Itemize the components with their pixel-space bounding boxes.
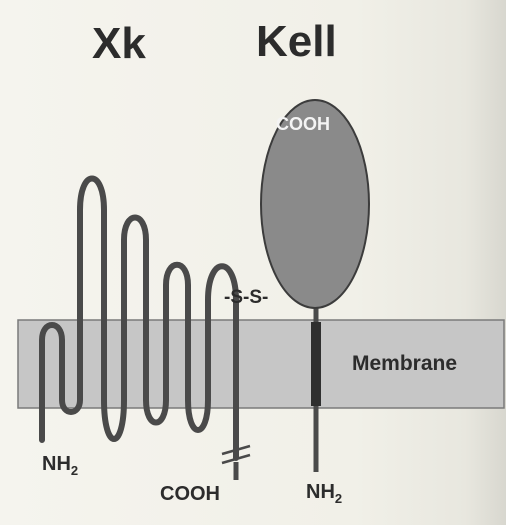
xk-title: Xk	[92, 19, 146, 68]
kell-nh2-label: NH2	[306, 481, 342, 506]
xk-cooh-label: COOH	[160, 483, 220, 505]
xk-nh2-base: NH	[42, 453, 71, 475]
xk-protein-strand	[42, 179, 236, 459]
kell-title: Kell	[256, 17, 337, 66]
kell-nh2-base: NH	[306, 481, 335, 503]
xk-nh2-label: NH2	[42, 453, 78, 478]
kell-cooh-label: COOH	[276, 114, 330, 134]
xk-nh2-subscript: 2	[71, 463, 78, 478]
kell-nh2-subscript: 2	[335, 491, 342, 506]
disulfide-bond-label: -S-S-	[224, 287, 268, 308]
membrane-label: Membrane	[352, 352, 457, 375]
kell-transmembrane-segment	[311, 322, 321, 406]
